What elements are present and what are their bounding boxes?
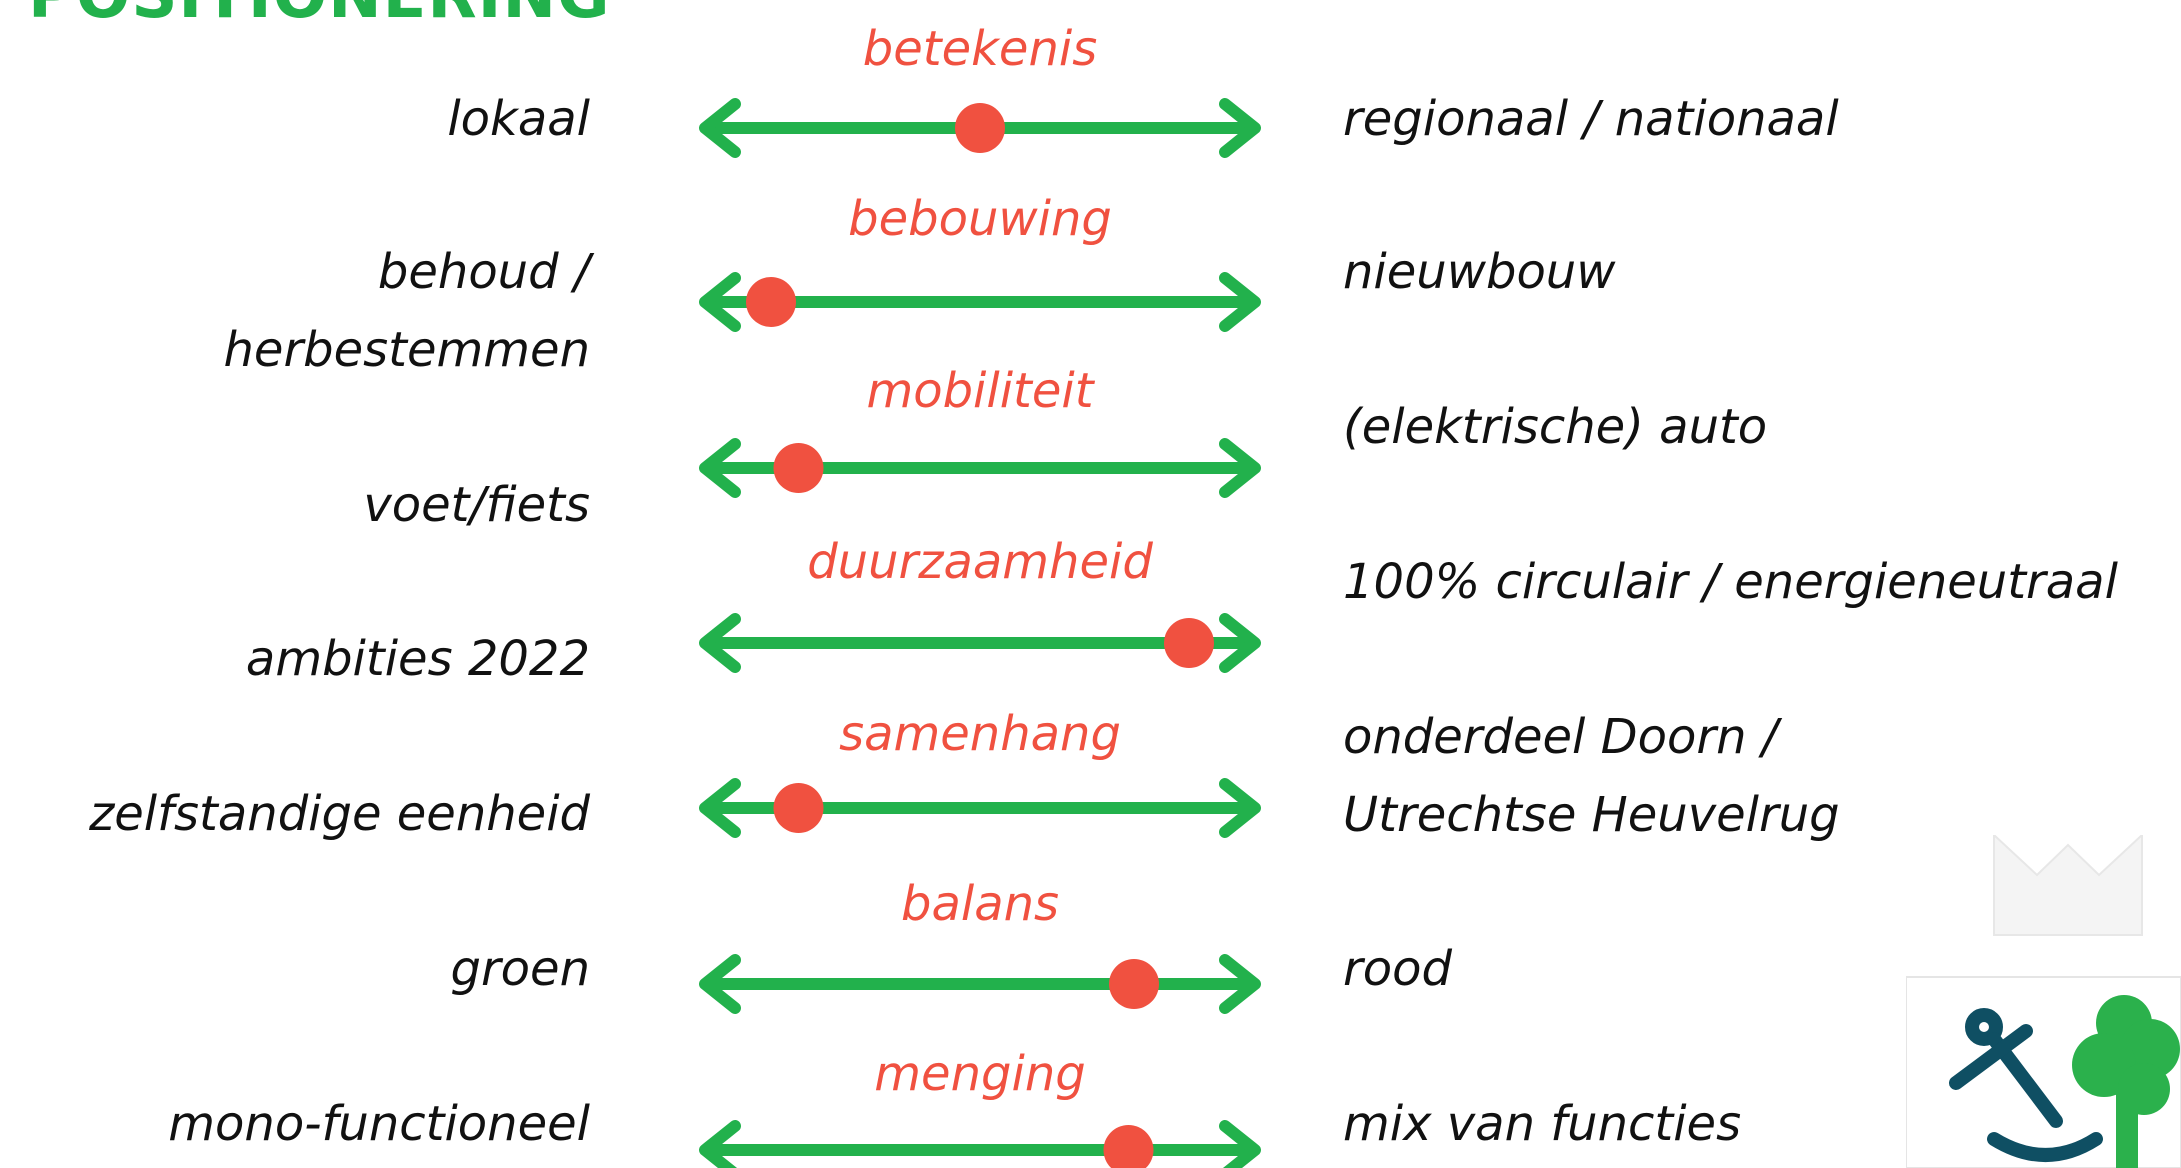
page-title: POSITIONERING <box>28 0 611 32</box>
left-label: ambities 2022 <box>246 620 590 698</box>
left-label-line: herbestemmen <box>223 322 590 378</box>
topic-label: bebouwing <box>848 191 1112 247</box>
topic-label: mobiliteit <box>866 363 1094 419</box>
scale-track <box>699 954 1261 1014</box>
arrow-right-icon <box>1219 272 1261 332</box>
scale-marker <box>1109 959 1159 1009</box>
arrow-right-icon <box>1219 98 1261 158</box>
scale-track <box>699 272 1261 332</box>
scale-track <box>699 438 1261 498</box>
right-label-line: regionaal / nationaal <box>1343 91 1839 147</box>
right-label-line: (elektrische) auto <box>1343 399 1768 455</box>
left-label-line: zelfstandige eenheid <box>89 786 590 842</box>
arrow-left-icon <box>699 98 741 158</box>
right-label-line: Utrechtse Heuvelrug <box>1343 787 1840 843</box>
right-label: nieuwbouw <box>1343 233 1615 311</box>
left-label-line: lokaal <box>447 91 590 147</box>
scale-marker <box>1164 618 1214 668</box>
left-label: behoud / herbestemmen <box>223 233 590 389</box>
topic-label: samenhang <box>839 706 1121 762</box>
arrow-right-icon <box>1219 778 1261 838</box>
right-label-line: nieuwbouw <box>1343 244 1616 300</box>
arrow-right-icon <box>1219 438 1261 498</box>
scale-track <box>699 1120 1261 1168</box>
left-label-line: mono-functioneel <box>168 1096 590 1152</box>
right-label-line: onderdeel Doorn / <box>1343 709 1778 765</box>
left-label-line: behoud / <box>377 244 590 300</box>
arrow-left-icon <box>699 272 741 332</box>
scale-marker <box>1103 1125 1154 1168</box>
right-label: onderdeel Doorn / Utrechtse Heuvelrug <box>1343 698 1840 854</box>
left-label: groen <box>450 930 590 1008</box>
arrow-right-icon <box>1219 954 1261 1014</box>
arrow-left-icon <box>699 438 741 498</box>
left-label-line: groen <box>450 941 590 997</box>
logo <box>1906 835 2181 1168</box>
arrow-left-icon <box>699 1120 741 1168</box>
topic-label: duurzaamheid <box>807 534 1153 590</box>
scale-track <box>699 613 1261 673</box>
scale-marker <box>955 103 1005 153</box>
right-label: regionaal / nationaal <box>1343 80 1839 158</box>
left-label-line: voet/fiets <box>363 477 590 533</box>
arrow-left-icon <box>699 954 741 1014</box>
left-label: voet/fiets <box>363 466 590 544</box>
scale-track <box>699 778 1261 838</box>
left-label-line: ambities 2022 <box>245 631 590 687</box>
scale-track <box>699 98 1261 158</box>
topic-label: balans <box>900 876 1060 932</box>
tree-icon <box>2072 995 2180 1168</box>
left-label: mono-functioneel <box>168 1085 590 1163</box>
right-label: (elektrische) auto <box>1343 388 1767 466</box>
topic-label: menging <box>874 1046 1086 1102</box>
right-label: mix van functies <box>1343 1085 1741 1163</box>
crown-icon <box>1993 835 2143 936</box>
right-label-line: mix van functies <box>1343 1096 1742 1152</box>
arrow-left-icon <box>699 778 741 838</box>
scale-marker <box>773 783 824 833</box>
topic-label: betekenis <box>862 21 1098 77</box>
right-label: rood <box>1343 930 1452 1008</box>
right-label-line: 100% circulair / energieneutraal <box>1343 554 2118 610</box>
left-label: zelfstandige eenheid <box>89 775 590 853</box>
right-label: 100% circulair / energieneutraal <box>1343 543 2118 621</box>
arrow-right-icon <box>1219 1120 1261 1168</box>
right-label-line: rood <box>1343 941 1452 997</box>
anchor-icon <box>1949 1008 2103 1162</box>
left-label: lokaal <box>447 80 590 158</box>
arrow-right-icon <box>1219 613 1261 673</box>
arrow-left-icon <box>699 613 741 673</box>
scale-marker <box>773 443 824 493</box>
scale-marker <box>746 277 796 327</box>
